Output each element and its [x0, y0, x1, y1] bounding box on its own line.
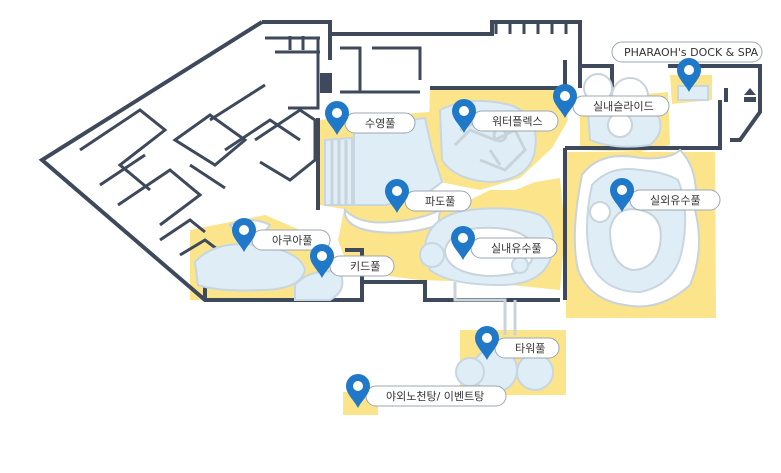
stairs-icon — [744, 88, 756, 102]
label-pharaoh-dock-spa: PHARAOH's DOCK & SPA — [624, 46, 759, 59]
marker-outdoor-pool[interactable]: 실외유수풀 — [610, 178, 721, 212]
marker-outdoor-hot-tub[interactable]: 야외노천탕/ 이벤트탕 — [346, 374, 507, 408]
marker-indoor-lazy-river[interactable]: 실내유수풀 — [451, 226, 558, 260]
marker-kids-pool[interactable]: 키드풀 — [310, 244, 395, 278]
label-indoor-lazy-river: 실내유수풀 — [491, 242, 542, 255]
map-pin-dot — [317, 251, 327, 261]
map-pin-dot — [353, 381, 363, 391]
marker-waterplex[interactable]: 워터플렉스 — [452, 99, 559, 133]
label-indoor-slide: 실내슬라이드 — [593, 100, 654, 113]
aqua-pool-water — [193, 243, 307, 292]
map-pin-dot — [684, 65, 694, 75]
marker-suyeongpul[interactable]: 수영풀 — [325, 101, 416, 135]
map-pin-dot — [482, 333, 492, 343]
map-pin-dot — [392, 186, 402, 196]
map-pin-dot — [459, 106, 469, 116]
map-pin-dot — [458, 233, 468, 243]
marker-indoor-slide[interactable]: 실내슬라이드 — [553, 84, 670, 118]
marker-tower-pool[interactable]: 타워풀 — [475, 326, 560, 360]
pharaoh-spa-water — [677, 85, 709, 101]
label-waterplex: 워터플렉스 — [492, 115, 543, 128]
label-tower-pool: 타워풀 — [515, 342, 545, 355]
marker-aqua-pool[interactable]: 아쿠아풀 — [232, 218, 331, 252]
map-pin-dot — [332, 108, 342, 118]
label-padopul: 파도풀 — [425, 195, 455, 208]
label-outdoor-pool: 실외유수풀 — [650, 194, 701, 207]
map-pin-dot — [560, 91, 570, 101]
padopul-water — [353, 116, 444, 206]
label-aqua-pool: 아쿠아풀 — [272, 234, 312, 247]
label-kids-pool: 키드풀 — [350, 260, 380, 273]
restroom-icon — [320, 73, 728, 102]
label-outdoor-hot-tub: 야외노천탕/ 이벤트탕 — [386, 389, 484, 403]
marker-padopul[interactable]: 파도풀 — [385, 179, 472, 213]
map-pin-dot — [617, 185, 627, 195]
location-markers: 수영풀 워터플렉스 실내슬라이드 PHARAOH's DOCK & SPA 파도풀 실외유… — [232, 41, 763, 408]
map-pin-dot — [239, 225, 249, 235]
marker-pharaoh-dock-spa[interactable]: PHARAOH's DOCK & SPA — [611, 41, 763, 92]
label-suyeongpul: 수영풀 — [365, 117, 395, 130]
